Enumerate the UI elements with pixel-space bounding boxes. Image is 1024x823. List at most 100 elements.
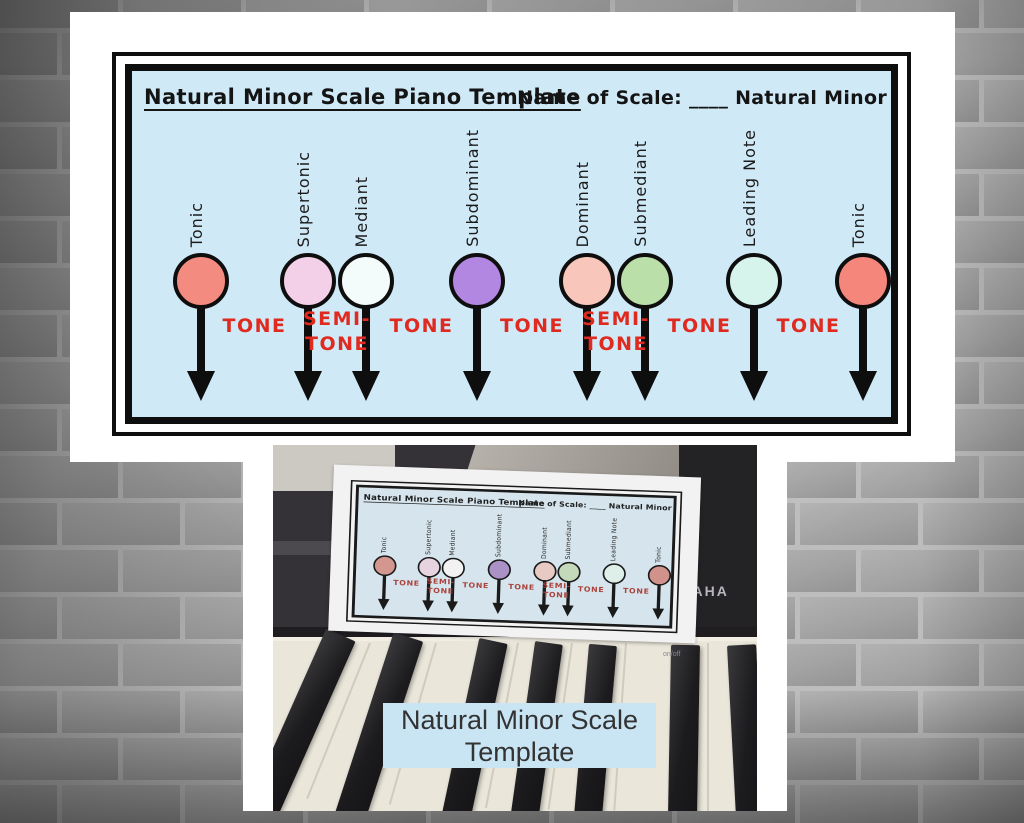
scale-template-card-small: Natural Minor Scale Piano Template Name …	[328, 464, 702, 644]
brick	[0, 456, 118, 498]
note-arrow-stem	[362, 305, 370, 375]
note-arrowhead	[849, 371, 877, 401]
note-marker-circle	[338, 253, 394, 309]
note-marker-circle	[559, 253, 615, 309]
brick	[0, 409, 57, 451]
brick	[61, 597, 180, 639]
note-arrowhead	[606, 606, 619, 619]
brick	[984, 550, 1024, 592]
brick	[123, 456, 241, 498]
brick	[0, 221, 57, 263]
note-arrowhead	[187, 371, 215, 401]
white-key-gap	[707, 643, 709, 811]
caption-line-1: Natural Minor Scale	[400, 704, 639, 735]
note-arrowhead	[377, 598, 390, 611]
template-sheet: Natural Minor Scale Piano Template Name …	[351, 484, 677, 629]
note-arrow-stem	[859, 305, 867, 375]
onoff-label: on/off	[663, 651, 681, 658]
note-arrowhead	[631, 371, 659, 401]
note-name-label: Tonic	[849, 201, 868, 247]
interval-label: TONE	[389, 315, 454, 337]
note-arrowhead	[421, 600, 434, 612]
note-arrowhead	[537, 604, 550, 616]
note-arrowhead	[652, 608, 665, 620]
note-name-label: Submediant	[631, 140, 650, 247]
note-arrow-stem	[304, 305, 312, 375]
note-arrowhead	[561, 605, 574, 617]
brick	[984, 738, 1024, 780]
brick	[0, 127, 57, 169]
note-marker-circle	[726, 253, 782, 309]
note-name-label: Leading Note	[608, 517, 619, 562]
note-arrowhead	[573, 371, 601, 401]
note-marker-circle	[441, 557, 466, 579]
note-marker-circle	[532, 560, 557, 583]
interval-label: TONE	[500, 315, 564, 337]
interval-label: TONE	[577, 585, 605, 595]
note-arrowhead	[445, 601, 458, 613]
brick	[61, 691, 180, 733]
note-arrowhead	[463, 371, 491, 401]
note-arrowhead	[740, 371, 768, 401]
note-marker-circle	[280, 253, 336, 309]
note-name-label: Mediant	[447, 529, 457, 556]
note-marker-circle	[487, 559, 512, 581]
brick	[123, 644, 241, 686]
note-marker-circle	[173, 253, 229, 309]
brick	[861, 738, 979, 780]
interval-label: TONE	[667, 315, 732, 337]
brick	[922, 503, 1024, 545]
brick	[0, 503, 57, 545]
brick	[799, 597, 918, 639]
brick	[0, 33, 57, 75]
brick	[984, 268, 1024, 310]
note-arrowhead	[491, 602, 504, 615]
brick	[861, 456, 979, 498]
interval-label: TONE	[222, 315, 287, 337]
brick	[922, 597, 1024, 639]
note-marker-circle	[417, 556, 442, 579]
brick	[984, 0, 1024, 28]
note-marker-circle	[557, 561, 581, 583]
brick	[0, 691, 57, 733]
template-title: Natural Minor Scale Piano Template	[144, 85, 581, 109]
brick	[799, 691, 918, 733]
brick	[0, 738, 118, 780]
note-marker-circle	[617, 253, 673, 309]
brick	[922, 691, 1024, 733]
brick	[0, 644, 118, 686]
outer-border	[112, 52, 911, 436]
note-name-label: Dominant	[539, 526, 549, 559]
note-name-label: Dominant	[573, 160, 592, 248]
brick	[0, 550, 118, 592]
template-card-in-photo: Natural Minor Scale Piano Template Name …	[328, 464, 702, 644]
note-arrowhead	[294, 371, 322, 401]
note-name-label: Leading Note	[740, 128, 759, 247]
note-arrow-stem	[583, 305, 591, 375]
interval-label: SEMI-TONE	[302, 308, 372, 355]
brick	[861, 550, 979, 592]
interval-label: TONE	[622, 586, 650, 596]
scale-template-card-large: Natural Minor Scale Piano Template Name …	[70, 12, 955, 462]
brick	[799, 785, 918, 823]
brick	[984, 644, 1024, 686]
note-marker-circle	[647, 564, 672, 587]
brick	[922, 785, 1024, 823]
note-name-label: Tonic	[379, 536, 388, 554]
note-marker-circle	[602, 563, 627, 585]
brick	[123, 738, 241, 780]
note-name-label: Supertonic	[294, 150, 313, 247]
brick	[984, 174, 1024, 216]
interval-label: SEMI-TONE	[581, 308, 651, 355]
brick	[984, 456, 1024, 498]
note-arrow-stem	[473, 305, 481, 375]
note-arrow-stem	[750, 305, 758, 375]
note-name-label: Tonic	[187, 201, 206, 247]
brick	[984, 80, 1024, 122]
brick	[61, 503, 180, 545]
interval-label: TONE	[776, 315, 841, 337]
note-marker-circle	[372, 555, 397, 577]
